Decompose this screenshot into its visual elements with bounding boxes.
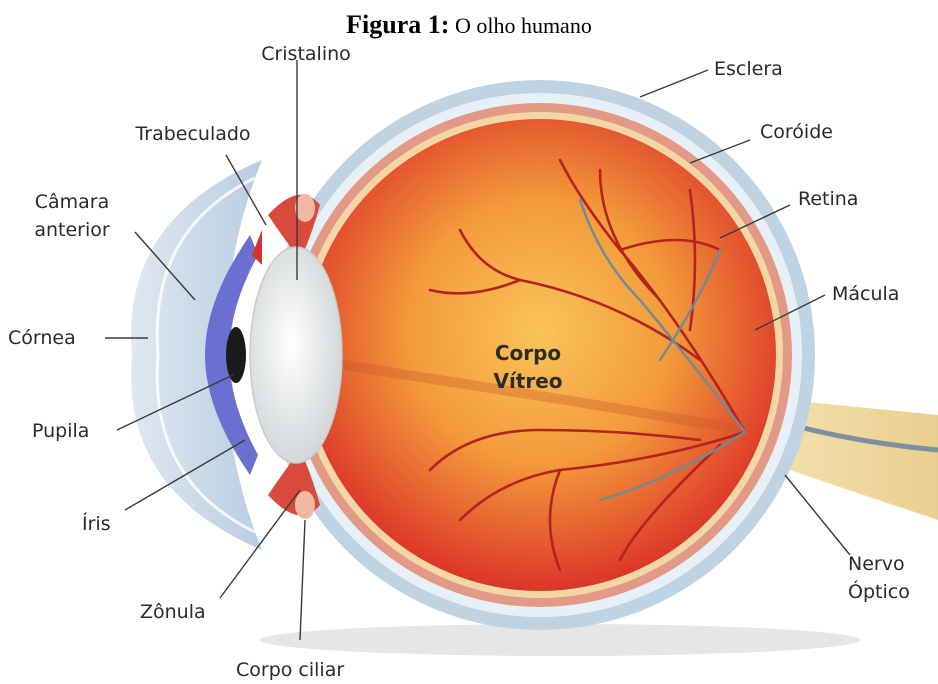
lens [250, 247, 342, 463]
label-camara-line1: Câmara [35, 191, 110, 213]
ciliary-process-lower [295, 491, 315, 519]
label-vitreo-line2: Vítreo [493, 369, 562, 393]
label-camara-line2: anterior [34, 219, 110, 241]
ciliary-process-upper [295, 194, 315, 222]
label-corpo-ciliar: Corpo ciliar [236, 659, 344, 681]
label-nervo-line2: Óptico [848, 579, 910, 603]
label-trabeculado: Trabeculado [134, 123, 250, 145]
label-iris: Íris [82, 512, 111, 535]
label-retina: Retina [798, 188, 858, 210]
label-nervo-line1: Nervo [848, 553, 905, 575]
label-pupila: Pupila [32, 420, 89, 442]
label-macula: Mácula [832, 283, 899, 305]
label-zonula: Zônula [140, 601, 206, 623]
label-vitreo-line1: Corpo [495, 341, 561, 365]
label-esclera: Esclera [714, 58, 783, 80]
label-cornea: Córnea [8, 327, 76, 349]
label-coroide: Coróide [760, 121, 833, 143]
pupil [226, 327, 246, 383]
label-cristalino: Cristalino [261, 43, 351, 65]
